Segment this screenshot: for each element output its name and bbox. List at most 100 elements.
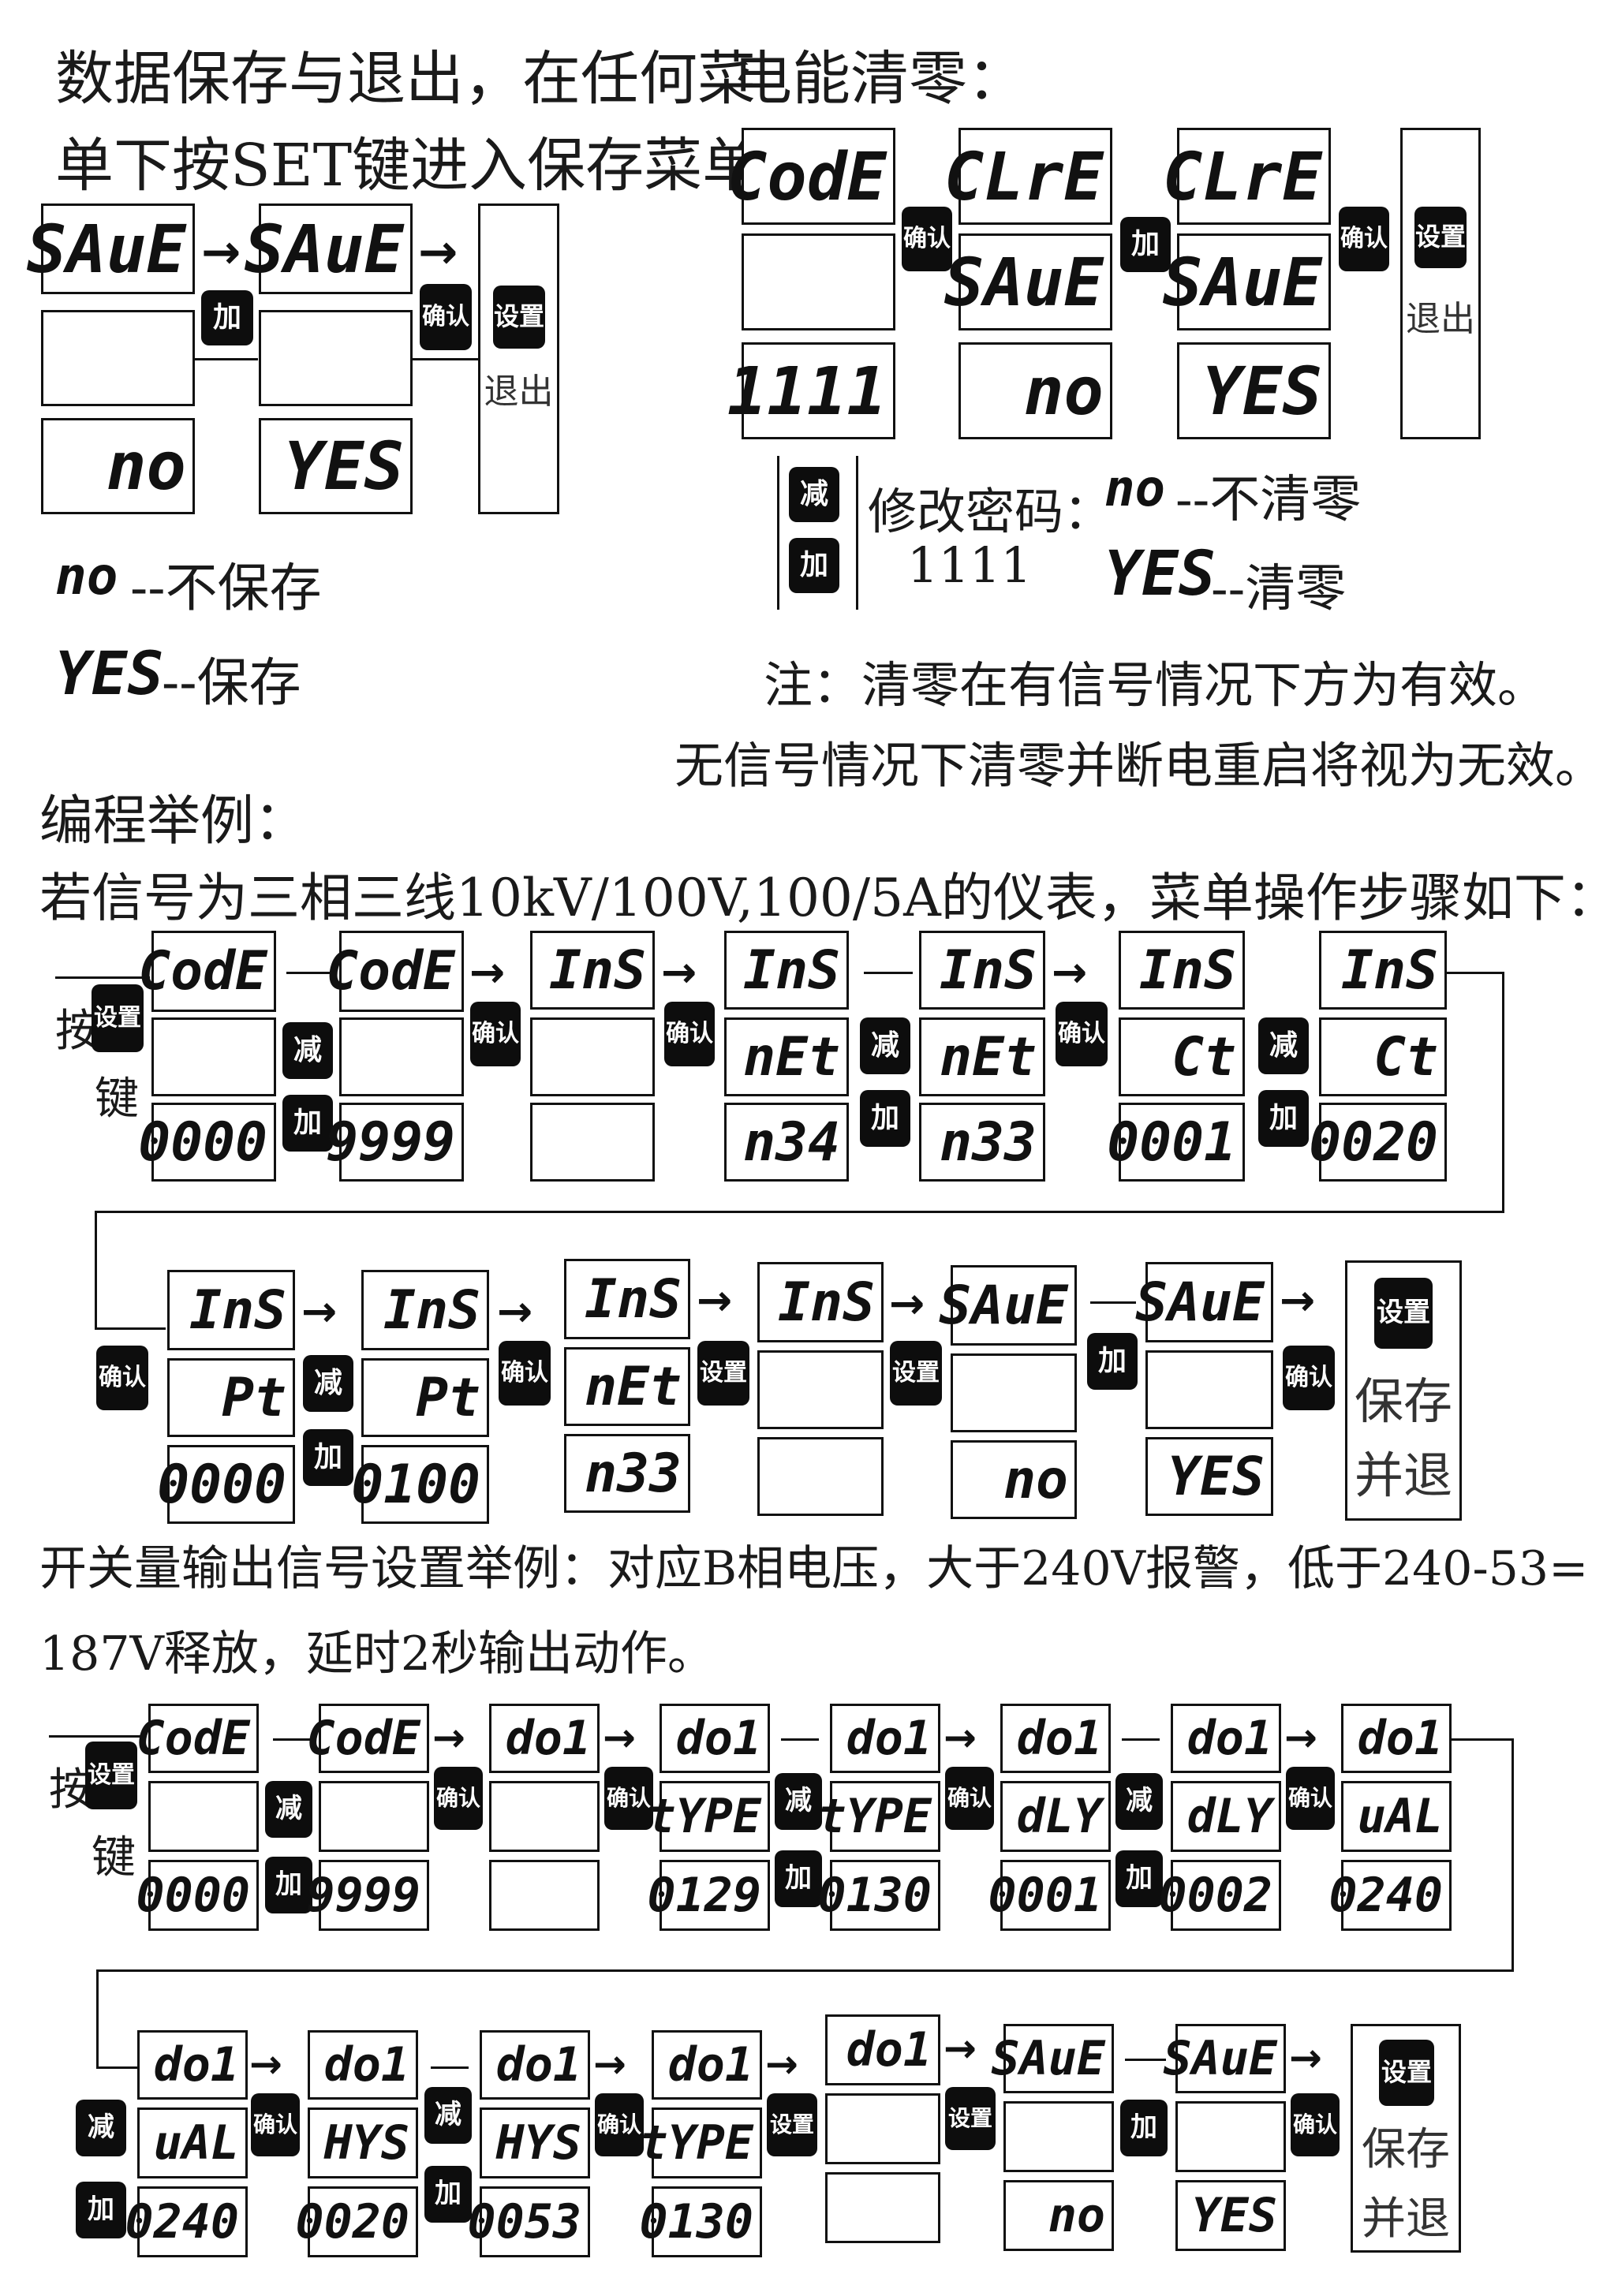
connector-line — [864, 972, 913, 974]
connector-line — [1122, 1738, 1160, 1741]
ex2-r2-d7-top: SAuE — [1164, 2024, 1286, 2093]
connector-line — [431, 2066, 469, 2069]
ex2-r2-d4-bot: 0130 — [640, 2186, 762, 2257]
clear-display3-mid: SAuE — [1163, 233, 1331, 330]
ex1-confirm-button-2[interactable]: 确认 — [664, 1002, 715, 1066]
ex1-plus-button-1[interactable]: 加 — [282, 1095, 333, 1152]
ex2-r1-d6-top: do1 — [1000, 1704, 1111, 1773]
pw-minus-button[interactable]: 减 — [789, 467, 839, 522]
wrap-connector — [1502, 972, 1504, 1212]
arrow-right-icon: → — [249, 2041, 282, 2087]
ex2-r2-minus-button-0[interactable]: 减 — [76, 2100, 126, 2156]
arrow-right-icon: → — [1289, 2035, 1322, 2081]
ex2-r2-add-button[interactable]: 加 — [1120, 2100, 1168, 2156]
ex1-r2-add-button[interactable]: 加 — [1087, 1333, 1138, 1390]
ex2-minus-button-1[interactable]: 减 — [265, 1781, 312, 1838]
ex2-r2-d1-mid: uAL — [137, 2107, 248, 2178]
ex1-r2-d4-top: InS — [757, 1262, 884, 1342]
arrow-right-icon: → — [301, 1286, 338, 1336]
ex1-r2-set-button-1[interactable]: 设置 — [697, 1341, 749, 1406]
ex1-press-key-label: 键 — [95, 1073, 139, 1125]
ex2-r1-d7-top: do1 — [1171, 1704, 1281, 1773]
ex2-plus-button-1[interactable]: 加 — [265, 1857, 312, 1913]
ex1-confirm-button-3[interactable]: 确认 — [1056, 1002, 1108, 1066]
clear-confirm-button-2[interactable]: 确认 — [1339, 207, 1389, 271]
ex2-plus-button-3[interactable]: 加 — [1115, 1850, 1163, 1907]
ex2-r2-plus-button-0[interactable]: 加 — [76, 2182, 126, 2238]
ex1-r1-d5-mid: nEt — [919, 1017, 1045, 1096]
ex1-minus-button-3[interactable]: 减 — [1258, 1017, 1309, 1074]
ex1-plus-button-2[interactable]: 加 — [860, 1090, 910, 1147]
ex1-r2-plus-button-1[interactable]: 加 — [303, 1429, 353, 1486]
ex2-r1-d5-mid: tYPE — [818, 1781, 940, 1852]
save-confirm-button[interactable]: 确认 — [420, 284, 472, 350]
ex1-r2-confirm-button-0[interactable]: 确认 — [96, 1346, 148, 1410]
pw-plus-button[interactable]: 加 — [789, 538, 839, 593]
ex1-r1-d3-bot — [530, 1103, 655, 1182]
ex1-r2-d6-mid — [1145, 1350, 1273, 1429]
ex1-r1-d3-top: InS — [530, 931, 655, 1010]
ex2-r2-confirm-button-1[interactable]: 确认 — [251, 2093, 300, 2156]
clear-set-button[interactable]: 设置 — [1414, 207, 1467, 268]
ex1-r1-d7-bot: 0020 — [1309, 1103, 1447, 1182]
ex2-r2-confirm-button-2[interactable]: 确认 — [595, 2093, 644, 2156]
ex2-confirm-button-2[interactable]: 确认 — [604, 1767, 653, 1830]
ex2-press-key-label: 键 — [92, 1832, 136, 1883]
ex1-end-panel — [1345, 1260, 1462, 1521]
save-title-line2: 单下按SET键进入保存菜单： — [55, 132, 820, 200]
ex1-r1-d3-mid — [530, 1017, 655, 1096]
ex1-r2-minus-button-1[interactable]: 减 — [303, 1355, 353, 1412]
ex2-r1-d4-bot: 0129 — [648, 1860, 770, 1931]
ex2-confirm-button-3[interactable]: 确认 — [945, 1767, 994, 1830]
save-display1-mid — [41, 310, 195, 406]
connector-line — [286, 972, 332, 974]
ex2-r2-plus-button-1[interactable]: 加 — [424, 2166, 472, 2223]
ex1-end-set-button[interactable]: 设置 — [1374, 1278, 1433, 1349]
clear-add-button[interactable]: 加 — [1120, 217, 1171, 272]
ex1-r2-confirm-button-2[interactable]: 确认 — [1283, 1346, 1335, 1410]
ex2-r2-set-button-2[interactable]: 设置 — [945, 2087, 996, 2150]
ex2-r2-d5-top: do1 — [825, 2014, 940, 2085]
ex2-r2-d3-bot: 0053 — [468, 2186, 590, 2257]
clear-confirm-button[interactable]: 确认 — [902, 207, 952, 271]
ex1-r1-d2-bot: 9999 — [326, 1103, 464, 1182]
ex2-confirm-button-1[interactable]: 确认 — [434, 1767, 483, 1830]
ex1-minus-button-1[interactable]: 减 — [282, 1022, 333, 1079]
ex1-plus-button-3[interactable]: 加 — [1258, 1090, 1309, 1147]
ex2-plus-button-2[interactable]: 加 — [775, 1850, 822, 1907]
save-add-button[interactable]: 加 — [201, 290, 253, 345]
ex1-minus-button-2[interactable]: 减 — [860, 1017, 910, 1074]
example2-desc-line2: 187V释放，延时2秒输出动作。 — [39, 1626, 716, 1682]
clear-display1-bot: 1111 — [727, 342, 895, 439]
ex2-end-line1: 保存 — [1362, 2124, 1450, 2175]
ex2-minus-button-3[interactable]: 减 — [1115, 1773, 1163, 1830]
ex2-r1-d1-top: CodE — [136, 1704, 259, 1773]
clear-legend-no-text: --不清零 — [1175, 471, 1362, 529]
ex2-confirm-button-4[interactable]: 确认 — [1286, 1767, 1335, 1830]
ex1-r2-d6-bot: YES — [1145, 1437, 1273, 1516]
wrap-connector — [1512, 1738, 1514, 1971]
ex2-press-set-button[interactable]: 设置 — [85, 1742, 137, 1809]
legend-yes-code: YES — [55, 637, 164, 708]
ex1-press-set-button[interactable]: 设置 — [92, 984, 144, 1052]
ex1-r1-d4-bot: n34 — [724, 1103, 849, 1182]
pw-value: 1111 — [907, 536, 1032, 594]
ex2-r2-minus-button-1[interactable]: 减 — [424, 2087, 472, 2144]
ex2-minus-button-2[interactable]: 减 — [775, 1773, 822, 1830]
save-set-button[interactable]: 设置 — [493, 286, 545, 349]
connector-line — [1090, 1301, 1136, 1304]
arrow-right-icon: → — [603, 1715, 636, 1760]
ex1-r2-confirm-button-1[interactable]: 确认 — [499, 1341, 551, 1406]
ex1-r2-d5-bot: no — [951, 1440, 1077, 1519]
ex1-confirm-button-1[interactable]: 确认 — [470, 1002, 521, 1066]
save-display2-top: SAuE — [245, 203, 413, 294]
ex2-end-set-button[interactable]: 设置 — [1379, 2040, 1434, 2106]
ex2-r2-d5-bot — [825, 2172, 940, 2243]
ex1-r2-d1-mid: Pt — [167, 1358, 295, 1437]
ex2-r2-confirm-button-3[interactable]: 确认 — [1291, 2093, 1340, 2156]
ex1-r2-d2-top: InS — [361, 1270, 489, 1350]
ex2-r2-set-button-1[interactable]: 设置 — [767, 2093, 817, 2156]
ex1-r2-set-button-2[interactable]: 设置 — [890, 1341, 942, 1406]
ex1-r1-d1-top: CodE — [138, 931, 276, 1012]
ex1-r2-d5-top: SAuE — [939, 1265, 1077, 1346]
